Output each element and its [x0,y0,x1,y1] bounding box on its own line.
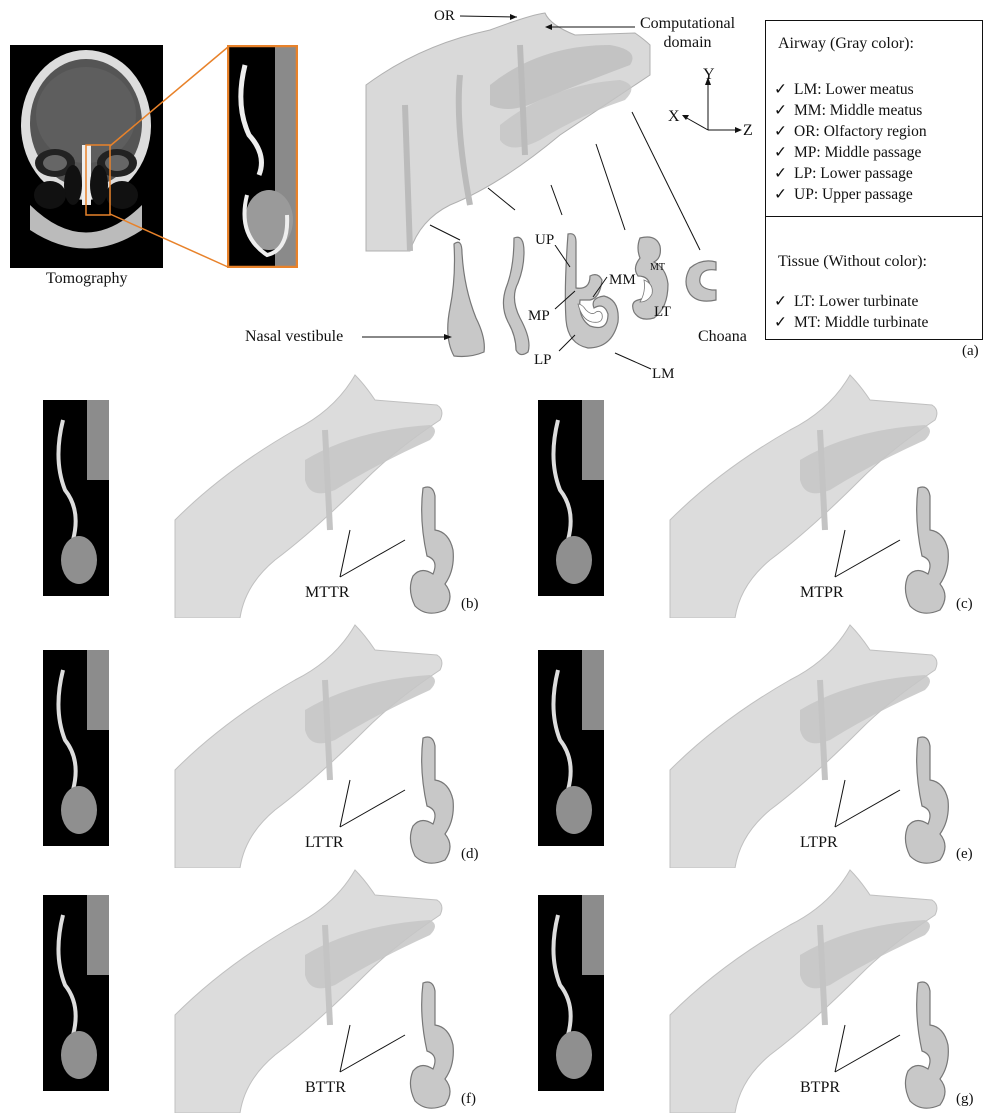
check-icon: ✓ [774,291,794,312]
cross-section [410,487,453,613]
cross-section [905,487,948,613]
legend-item: ✓LM: Lower meatus [774,79,927,100]
legend-item: ✓LP: Lower passage [774,163,927,184]
subpanel-letter: (g) [956,1091,974,1108]
check-icon: ✓ [774,312,794,333]
cross-section [410,982,453,1108]
axis-y-label: Y [703,66,715,84]
legend-airway-list: ✓LM: Lower meatus ✓MM: Middle meatus ✓OR… [774,79,927,205]
legend-item: ✓OR: Olfactory region [774,121,927,142]
subpanel-graphics [35,620,490,868]
check-icon: ✓ [774,184,794,205]
computational-domain-label: Computational domain [640,14,735,52]
domain-model [670,375,937,618]
subpanel-label: BTTR [305,1079,346,1097]
domain-model [670,625,937,868]
subpanel-letter: (b) [461,596,479,613]
or-label: OR [434,8,455,25]
subpanel-mttr: MTTR (b) [35,370,490,618]
subpanel-letter: (d) [461,846,479,863]
subpanel-btpr: BTPR (g) [530,865,985,1113]
subpanel-lttr: LTTR (d) [35,620,490,868]
subpanel-label: MTTR [305,584,349,602]
domain-model [175,375,442,618]
section-2 [503,237,529,354]
nasal-vestibule-label: Nasal vestibule [245,328,343,346]
vestibule-arrow [360,330,455,345]
panel-a-letter: (a) [962,343,979,360]
subpanel-bttr: BTTR (f) [35,865,490,1113]
subpanel-graphics [530,865,985,1113]
subpanel-mtpr: MTPR (c) [530,370,985,618]
legend-airway-heading: Airway (Gray color): [778,35,914,53]
subpanel-label: MTPR [800,584,844,602]
domain-model [175,870,442,1113]
legend-item: ✓UP: Upper passage [774,184,927,205]
subpanel-ltpr: LTPR (e) [530,620,985,868]
check-icon: ✓ [774,121,794,142]
cross-section [905,737,948,863]
or-arrows [455,5,655,35]
subpanel-graphics [35,370,490,618]
check-icon: ✓ [774,163,794,184]
zoomed-ct-image [227,45,298,268]
choana-label: Choana [698,328,747,346]
axis-z-label: Z [743,122,753,140]
legend-item: ✓MT: Middle turbinate [774,312,928,333]
legend-tissue-heading: Tissue (Without color): [778,253,927,271]
legend-box: Airway (Gray color): ✓LM: Lower meatus ✓… [765,20,983,340]
subpanel-graphics [530,370,985,618]
legend-item: ✓MM: Middle meatus [774,100,927,121]
cross-section [410,737,453,863]
subpanel-graphics [35,865,490,1113]
subpanel-label: LTTR [305,834,344,852]
check-icon: ✓ [774,79,794,100]
legend-item: ✓MP: Middle passage [774,142,927,163]
check-icon: ✓ [774,142,794,163]
domain-model [670,870,937,1113]
cross-section [905,982,948,1108]
subpanel-letter: (c) [956,596,973,613]
domain-model [175,625,442,868]
check-icon: ✓ [774,100,794,121]
section-choana [686,261,716,301]
tomography-label: Tomography [46,270,128,288]
subpanel-letter: (e) [956,846,973,863]
section-label-arrows [545,245,665,375]
subpanel-label: BTPR [800,1079,840,1097]
subpanel-graphics [530,620,985,868]
legend-tissue-list: ✓LT: Lower turbinate ✓MT: Middle turbina… [774,291,928,333]
callout-lines [0,0,240,280]
legend-airway-section: Airway (Gray color): ✓LM: Lower meatus ✓… [766,21,982,217]
subpanel-letter: (f) [461,1091,476,1108]
subpanel-label: LTPR [800,834,838,852]
legend-item: ✓LT: Lower turbinate [774,291,928,312]
